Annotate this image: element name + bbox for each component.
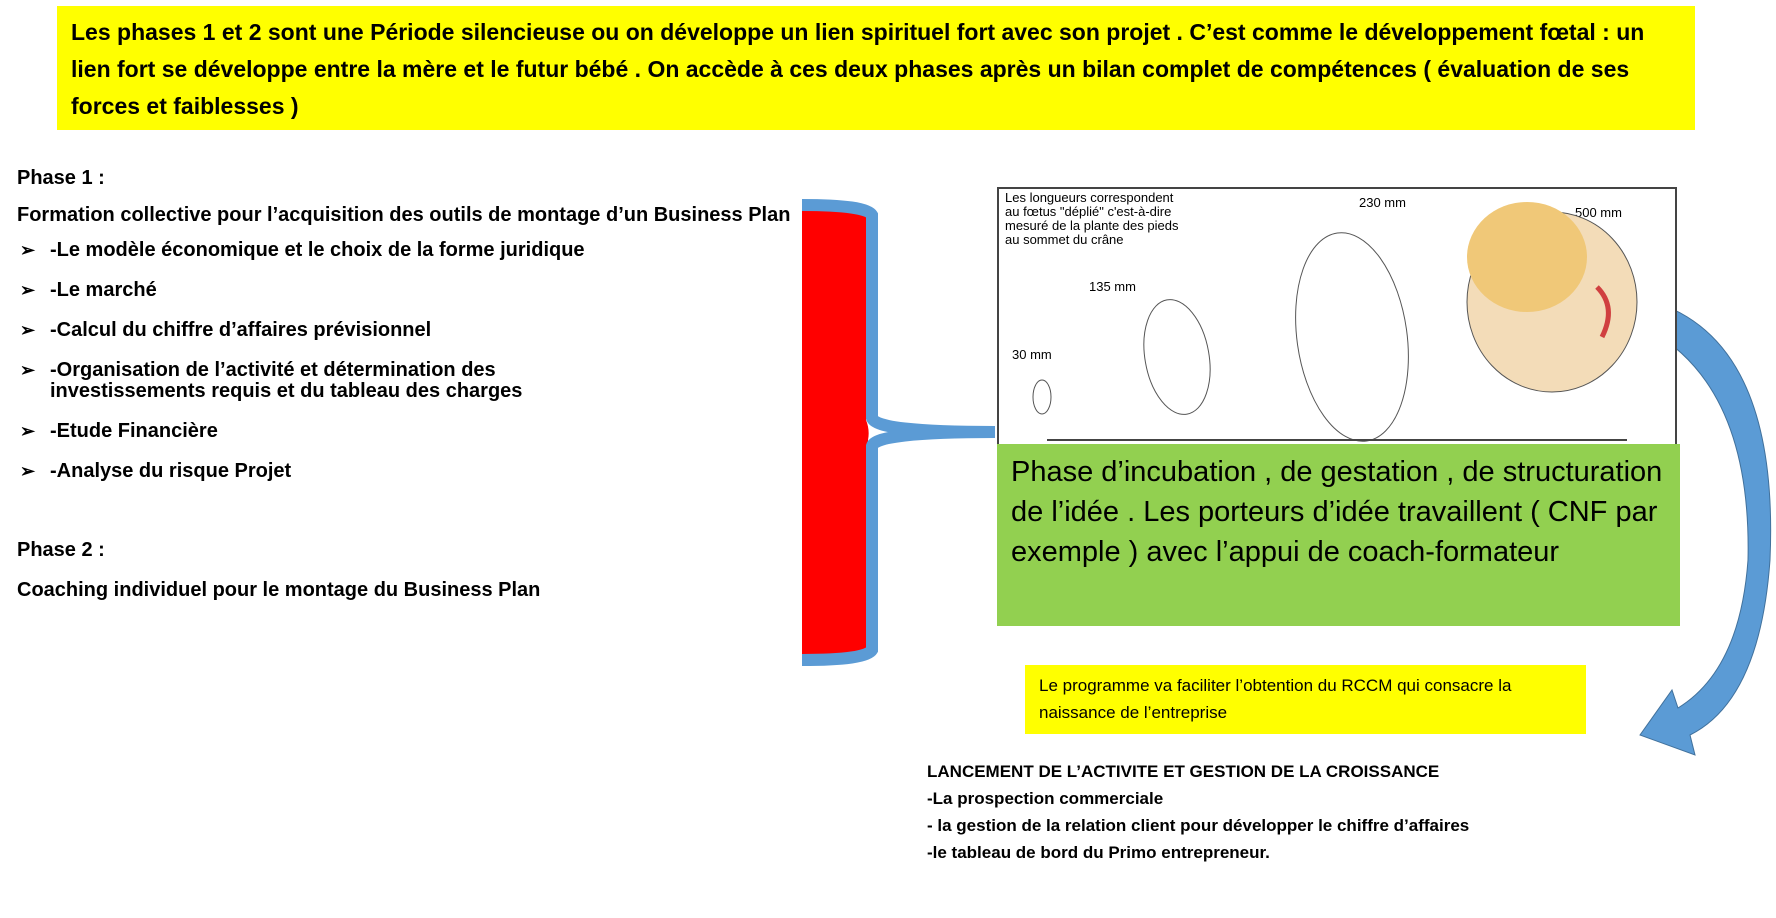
incubation-box: Phase d’incubation , de gestation , de s…	[997, 444, 1680, 626]
phases-list: Phase 1 : Formation collective pour l’ac…	[17, 164, 797, 616]
arrow-bullet-icon: ➢	[20, 280, 36, 300]
arrow-bullet-icon: ➢	[20, 421, 36, 441]
umbilical-cord	[1595, 285, 1611, 339]
caption-line: Les longueurs correspondent	[1005, 190, 1174, 205]
intro-text: Les phases 1 et 2 sont une Période silen…	[71, 19, 1645, 119]
fetus-135mm	[1143, 299, 1211, 415]
launch-section: LANCEMENT DE L’ACTIVITE ET GESTION DE LA…	[927, 758, 1469, 866]
incubation-text: Phase d’incubation , de gestation , de s…	[1011, 456, 1663, 568]
caption-line: mesuré de la plante des pieds	[1005, 218, 1179, 233]
phase2-subtitle: Coaching individuel pour le montage du B…	[17, 579, 541, 601]
list-item: ➢-Etude Financière	[20, 420, 218, 442]
phase1-items: ➢-Le modèle économique et le choix de la…	[17, 240, 797, 482]
size-label: 135 mm	[1089, 279, 1136, 294]
list-item: ➢-Organisation de l’activité et détermin…	[20, 359, 523, 402]
intro-box: Les phases 1 et 2 sont une Période silen…	[57, 6, 1695, 130]
phase2-title: Phase 2 :	[17, 539, 105, 561]
size-label: 30 mm	[1012, 347, 1052, 362]
phase1-title: Phase 1 :	[17, 167, 105, 189]
launch-item: - la gestion de la relation client pour …	[927, 816, 1470, 835]
caption-line: au fœtus "déplié" c'est-à-dire	[1005, 204, 1171, 219]
size-label: 230 mm	[1359, 195, 1406, 210]
red-bracket-fill	[802, 204, 869, 661]
list-item: ➢-Le marché	[20, 279, 157, 301]
caption-line: au sommet du crâne	[1005, 232, 1124, 247]
rccm-note-box: Le programme va faciliter l’obtention du…	[1025, 665, 1586, 734]
launch-item: -La prospection commerciale	[927, 789, 1164, 808]
curved-arrow	[1639, 297, 1772, 756]
arrow-bullet-icon: ➢	[20, 320, 36, 340]
launch-title: LANCEMENT DE L’ACTIVITE ET GESTION DE LA…	[927, 762, 1440, 781]
launch-item: -le tableau de bord du Primo entrepreneu…	[927, 843, 1270, 862]
fetus-development-image: Les longueurs correspondent au fœtus "dé…	[997, 187, 1677, 447]
rccm-note-text: Le programme va faciliter l’obtention du…	[1039, 676, 1512, 722]
phase1-subtitle: Formation collective pour l’acquisition …	[17, 204, 791, 226]
list-item: ➢-Le modèle économique et le choix de la…	[20, 239, 585, 261]
arrow-bullet-icon: ➢	[20, 461, 36, 481]
brace-shape	[801, 199, 996, 666]
fetus-30mm	[1032, 379, 1052, 415]
list-item: ➢-Calcul du chiffre d’affaires prévision…	[20, 319, 432, 341]
fetus-head	[1467, 202, 1587, 312]
arrow-bullet-icon: ➢	[20, 360, 36, 380]
list-item: ➢-Analyse du risque Projet	[20, 460, 292, 482]
arrow-bullet-icon: ➢	[20, 240, 36, 260]
size-label: 500 mm	[1575, 205, 1622, 220]
